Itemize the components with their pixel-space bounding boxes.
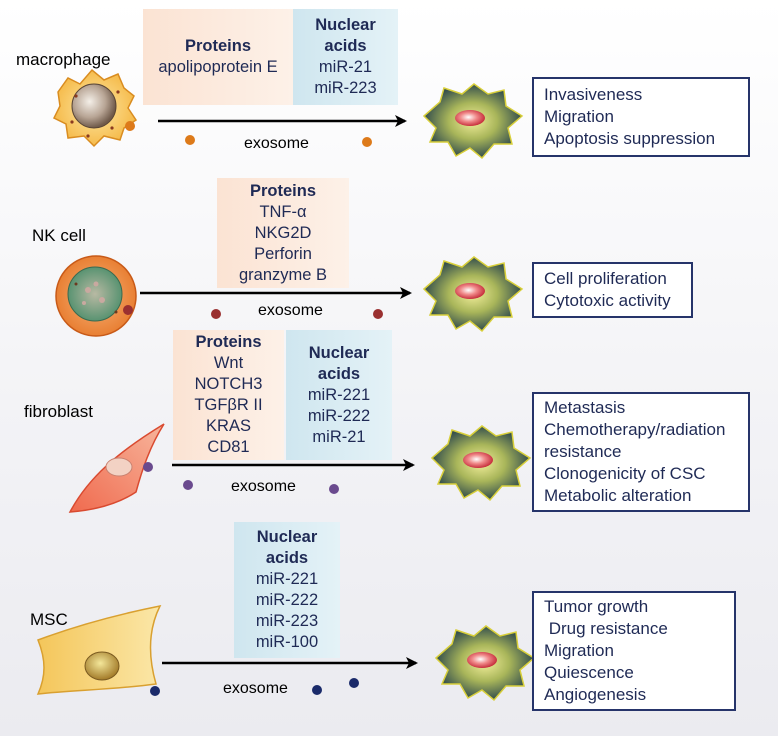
nucleic-acids-header: acids — [317, 364, 361, 383]
exosome-dot — [183, 480, 193, 490]
effect-item: resistance — [544, 442, 622, 461]
nucleic-acid-item: miR-221 — [255, 570, 319, 588]
tumor-cell-icon — [422, 83, 524, 160]
exosome-dot — [185, 135, 195, 145]
effect-item: Chemotherapy/radiation — [544, 420, 726, 439]
msc-cell-icon — [36, 604, 162, 696]
effects-box-msc: Tumor growth Drug resistance Migration Q… — [532, 591, 736, 711]
nucleic-acid-item: miR-221 — [307, 385, 371, 404]
protein-item: CD81 — [207, 438, 250, 456]
exosome-dot — [312, 685, 322, 695]
effect-item: Clonogenicity of CSC — [544, 464, 706, 483]
cell-label-msc: MSC — [30, 610, 68, 629]
nucleic-acids-box-macrophage: Nuclear acids miR-21 miR-223 — [293, 9, 398, 105]
effect-item: Metabolic alteration — [544, 486, 692, 505]
proteins-header: Proteins — [184, 37, 252, 55]
nk-cell-icon — [55, 255, 137, 337]
protein-item: NKG2D — [254, 223, 312, 242]
effect-item: Migration — [544, 641, 614, 660]
protein-item: Wnt — [213, 354, 244, 372]
proteins-header: Proteins — [195, 333, 262, 351]
exosome-label: exosome — [223, 680, 288, 697]
exosome-dot — [349, 678, 359, 688]
cell-label-fibroblast: fibroblast — [24, 402, 93, 421]
tumor-cell-icon — [434, 625, 536, 702]
nucleic-acid-item: miR-100 — [255, 633, 319, 651]
tumor-cell-icon — [430, 425, 532, 502]
effect-item: Angiogenesis — [544, 685, 647, 704]
exosome-dot — [211, 309, 221, 319]
fibroblast-cell-icon — [68, 423, 165, 513]
protein-item: granzyme B — [238, 265, 328, 284]
effects-box-nk-cell: Cell proliferation Cytotoxic activity — [532, 262, 693, 318]
proteins-header: Proteins — [249, 181, 317, 200]
exosome-dot — [373, 309, 383, 319]
nucleic-acids-header: Nuclear — [308, 343, 370, 362]
exosome-dot — [329, 484, 339, 494]
proteins-box-fibroblast: Proteins Wnt NOTCH3 TGFβR II KRAS CD81 — [173, 330, 284, 460]
nucleic-acid-item: miR-222 — [255, 591, 319, 609]
nucleic-acid-item: miR-222 — [307, 406, 371, 425]
nucleic-acid-item: miR-223 — [314, 79, 377, 97]
effect-item: Migration — [544, 107, 614, 126]
effect-item: Cytotoxic activity — [544, 291, 671, 310]
nucleic-acids-header: acids — [324, 37, 367, 55]
proteins-box-nk-cell: Proteins TNF-α NKG2D Perforin granzyme B — [217, 178, 349, 288]
nucleic-acids-box-msc: Nuclear acids miR-221 miR-222 miR-223 mi… — [234, 522, 340, 658]
cell-label-macrophage: macrophage — [16, 50, 111, 69]
effects-box-macrophage: Invasiveness Migration Apoptosis suppres… — [532, 77, 750, 157]
nucleic-acids-header: acids — [265, 549, 309, 567]
cell-label-nk-cell: NK cell — [32, 226, 86, 245]
effect-item: Drug resistance — [544, 619, 668, 638]
effect-item: Invasiveness — [544, 85, 643, 104]
effect-item: Quiescence — [544, 663, 634, 682]
effect-item: Cell proliferation — [544, 269, 667, 288]
nucleic-acids-header: Nuclear — [256, 528, 318, 546]
nucleic-acid-item: miR-21 — [312, 427, 366, 446]
effect-item: Metastasis — [544, 398, 626, 417]
nucleic-acid-item: miR-223 — [255, 612, 319, 630]
nucleic-acids-box-fibroblast: Nuclear acids miR-221 miR-222 miR-21 — [286, 330, 392, 460]
protein-item: TGFβR II — [194, 396, 263, 414]
effect-item: Apoptosis suppression — [544, 129, 716, 148]
exosome-label: exosome — [258, 302, 323, 319]
macrophage-cell-icon — [52, 68, 138, 148]
protein-item: NOTCH3 — [194, 375, 263, 393]
effects-box-fibroblast: Metastasis Chemotherapy/radiation resist… — [532, 392, 750, 512]
nucleic-acid-item: miR-21 — [318, 58, 373, 76]
protein-item: KRAS — [206, 417, 251, 435]
effect-item: Tumor growth — [544, 597, 649, 616]
protein-item: Perforin — [254, 244, 312, 263]
exosome-label: exosome — [244, 135, 309, 152]
protein-item: apolipoprotein E — [158, 58, 278, 76]
exosome-dot — [362, 137, 372, 147]
tumor-cell-icon — [422, 256, 524, 333]
exosome-label: exosome — [231, 478, 296, 495]
proteins-box-macrophage: Proteins apolipoprotein E — [143, 9, 293, 105]
protein-item: TNF-α — [259, 202, 307, 221]
nucleic-acids-header: Nuclear — [315, 16, 376, 34]
